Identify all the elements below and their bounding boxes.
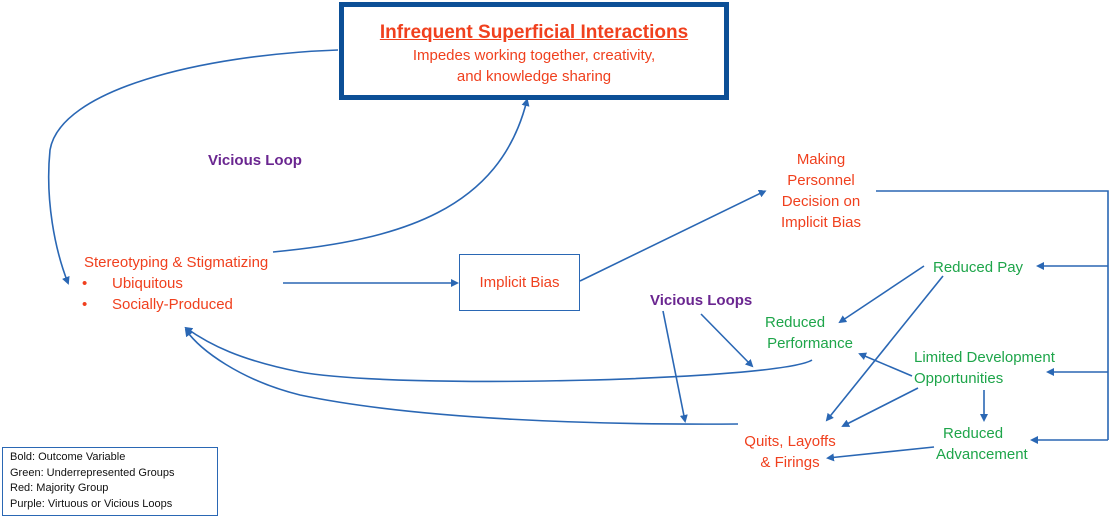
vicious-loops-label: Vicious Loops	[650, 292, 753, 309]
stereotyping-node: Stereotyping & Stigmatizing Ubiquitous S…	[82, 252, 269, 315]
legend-item: Green: Underrepresented Groups	[10, 466, 175, 479]
legend-item: Bold: Outcome Variable	[10, 451, 126, 463]
arrow-pay-to-quits	[825, 275, 944, 422]
legend-box: Bold: Outcome Variable Green: Underrepre…	[2, 447, 218, 516]
outcome-subtitle-line1: Impedes working together, creativity,	[412, 47, 656, 64]
arrow-loops-to-performance-curve	[700, 313, 754, 368]
advancement-line: Advancement	[936, 446, 1028, 463]
stereotyping-bullet: Socially-Produced	[82, 294, 268, 315]
limited-development-node: Limited Development Opportunities	[914, 347, 1055, 389]
outcome-title: Infrequent Superficial Interactions	[379, 22, 689, 43]
quits-node: Quits, Layoffs & Firings	[738, 431, 842, 473]
legend-item: Red: Majority Group	[10, 482, 109, 494]
stereotyping-heading: Stereotyping & Stigmatizing	[84, 254, 269, 271]
personnel-line: Personnel	[787, 172, 855, 189]
performance-line: Reduced	[765, 314, 826, 331]
reduced-pay-node: Reduced Pay	[933, 259, 1024, 276]
arrow-quits-to-stereotyping	[184, 328, 739, 425]
connector-personnel-right	[876, 190, 1109, 440]
personnel-line: Making	[796, 151, 846, 168]
stereotyping-bullet: Ubiquitous	[82, 273, 268, 294]
performance-line: Performance	[767, 335, 853, 352]
arrow-interactions-to-stereotyping	[47, 49, 339, 285]
development-line: Limited Development	[914, 349, 1055, 366]
reduced-advancement-node: Reduced Advancement	[936, 423, 1046, 465]
implicit-bias-box: Implicit Bias	[459, 254, 580, 311]
arrow-advancement-to-quits	[826, 446, 935, 462]
implicit-bias-label: Implicit Bias	[479, 274, 560, 291]
outcome-subtitle-line2: and knowledge sharing	[456, 68, 612, 85]
arrow-bias-to-personnel	[579, 190, 767, 282]
advancement-line: Reduced	[943, 425, 1004, 442]
arrow-development-to-quits	[841, 387, 919, 427]
arrow-development-to-performance	[858, 352, 913, 377]
reduced-performance-node: Reduced Performance	[760, 312, 860, 354]
personnel-decision-node: Making Personnel Decision on Implicit Bi…	[768, 149, 874, 233]
arrow-stereotyping-to-interactions	[272, 98, 530, 253]
personnel-line: Decision on	[781, 193, 861, 210]
legend-item: Purple: Virtuous or Vicious Loops	[10, 497, 173, 510]
personnel-line: Implicit Bias	[780, 214, 862, 231]
quits-line: Quits, Layoffs	[744, 433, 836, 450]
arrow-pay-to-performance	[838, 265, 925, 324]
arrow-performance-to-stereotyping	[184, 326, 813, 383]
outcome-box-interactions: Infrequent Superficial Interactions Impe…	[339, 2, 729, 100]
quits-line: & Firings	[760, 454, 820, 471]
vicious-loop-label: Vicious Loop	[208, 152, 302, 169]
development-line: Opportunities	[914, 370, 1004, 387]
arrow-loops-to-quits-curve	[662, 310, 688, 423]
